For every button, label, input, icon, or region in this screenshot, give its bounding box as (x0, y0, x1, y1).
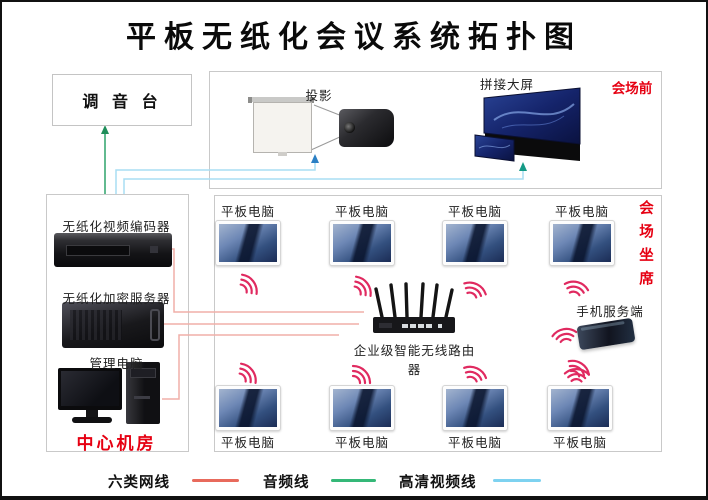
wifi-icon (239, 273, 258, 295)
machine-room-label: 中心机房 (76, 434, 157, 454)
mgmt-pc-monitor (58, 368, 122, 410)
legend-audio-line (331, 479, 376, 482)
wifi-icon (563, 280, 590, 297)
tablet-device (215, 385, 281, 431)
tablet-device (215, 220, 281, 266)
tablet-label: 平板电脑 (334, 204, 389, 219)
video-encoder-device (54, 233, 172, 267)
mixer-console-box: 调 音 台 (52, 74, 192, 126)
zone-seats-label: 会场坐席 (637, 200, 653, 294)
projection-screen (253, 102, 312, 156)
tablet-label: 平板电脑 (220, 435, 275, 450)
wifi-icon (238, 362, 257, 384)
mgmt-pc-tower (126, 362, 160, 424)
monitor-base (72, 417, 112, 423)
tablet-device (329, 385, 395, 431)
machine-room-zone (46, 194, 189, 452)
encrypt-server-label: 无纸化加密服务器 (62, 291, 171, 306)
wifi-icon (353, 275, 372, 297)
router-device (373, 282, 455, 333)
mgmt-pc-label: 管理电脑 (89, 356, 144, 371)
tablet-device (547, 385, 613, 431)
wifi-icon (567, 359, 591, 378)
legend-cat6-label: 六类网线 (108, 475, 170, 491)
tablet-device (442, 220, 508, 266)
tablet-label: 平板电脑 (447, 204, 502, 219)
wifi-icon (463, 365, 488, 383)
wifi-icon (351, 364, 372, 385)
tablet-label: 平板电脑 (447, 435, 502, 450)
tablet-label: 平板电脑 (554, 204, 609, 219)
page-title: 平板无纸化会议系统拓扑图 (126, 20, 582, 55)
audio-arrow-icon (101, 125, 109, 134)
video-arrow-projector-icon (311, 154, 319, 163)
tablet-label: 平板电脑 (220, 204, 275, 219)
wifi-icon (563, 368, 590, 383)
router-label: 企业级智能无线路由器 (353, 343, 476, 377)
tablet-device (442, 385, 508, 431)
legend-hdvideo-line (493, 479, 541, 482)
phone-server-label: 手机服务端 (576, 304, 644, 319)
monitor-stand (86, 410, 98, 417)
projector-label: 投影 (305, 88, 333, 103)
legend-hdvideo-label: 高清视频线 (399, 475, 477, 491)
wifi-icon (551, 327, 578, 344)
zone-front-label: 会场前 (611, 81, 653, 97)
wifi-icon (463, 281, 487, 299)
encoder-label: 无纸化视频编码器 (62, 219, 171, 234)
hd-video-cable-lines (115, 163, 524, 194)
front-of-venue-zone (209, 71, 662, 189)
legend-audio-label: 音频线 (263, 475, 310, 491)
encrypt-server-device (62, 302, 164, 348)
tablet-label: 平板电脑 (334, 435, 389, 450)
mixer-label: 调 音 台 (82, 92, 162, 111)
tablet-label: 平板电脑 (552, 435, 607, 450)
big-screen-label: 拼接大屏 (479, 77, 534, 92)
tablet-device (549, 220, 615, 266)
tablet-device (329, 220, 395, 266)
legend-cat6-line (192, 479, 239, 482)
projector-device (339, 109, 394, 147)
video-arrow-bigscreen-icon (519, 162, 527, 171)
projection-screen-bar (248, 97, 314, 103)
